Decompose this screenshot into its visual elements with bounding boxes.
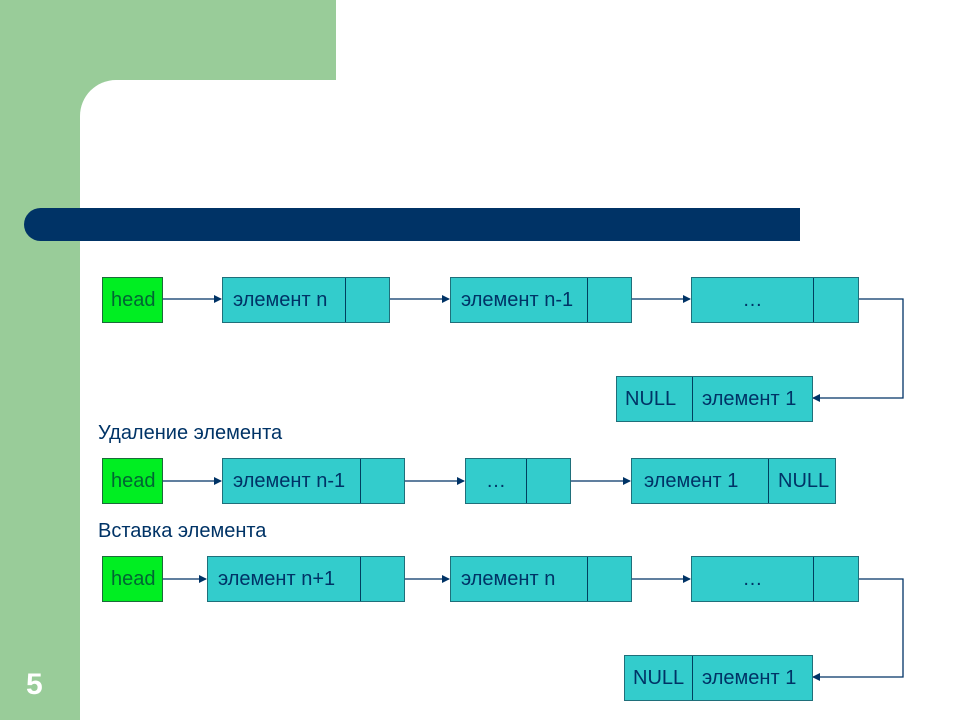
node-data: элемент 1	[644, 469, 739, 492]
node-data: …	[486, 469, 506, 492]
node-next	[360, 459, 404, 503]
list-node-tail: NULL элемент 1	[624, 655, 813, 701]
head-pointer: head	[102, 458, 163, 504]
list-node-tail: NULL элемент 1	[616, 376, 813, 422]
node-next	[587, 278, 631, 322]
list-node: элемент n-1	[222, 458, 405, 504]
list-node: элемент 1 NULL	[631, 458, 836, 504]
node-next-null: NULL	[625, 387, 677, 410]
background-top-block	[0, 0, 336, 80]
node-next	[345, 278, 389, 322]
node-data: …	[742, 288, 763, 311]
node-data: элемент n	[461, 567, 556, 590]
node-data: элемент n	[233, 288, 328, 311]
deletion-caption: Удаление элемента	[98, 422, 283, 444]
node-next	[813, 278, 858, 322]
list-node: …	[465, 458, 571, 504]
insertion-caption: Вставка элемента	[98, 520, 267, 542]
node-data: элемент n+1	[218, 567, 336, 590]
node-data: …	[742, 567, 763, 590]
list-node: элемент n	[222, 277, 390, 323]
list-node: элемент n	[450, 556, 632, 602]
slide-number: 5	[26, 668, 43, 701]
node-next-null: NULL	[768, 459, 835, 503]
node-data: элемент n-1	[461, 288, 574, 311]
list-node-new: элемент n+1	[207, 556, 405, 602]
list-node: элемент n-1	[450, 277, 632, 323]
background-left-strip	[0, 0, 80, 720]
arrow-wrap-to-tail	[812, 298, 904, 402]
head-pointer: head	[102, 556, 163, 602]
node-next	[360, 557, 404, 601]
node-next	[526, 459, 570, 503]
title-bar	[24, 208, 800, 241]
node-next	[587, 557, 631, 601]
list-node: …	[691, 277, 859, 323]
node-next-null: NULL	[633, 666, 685, 689]
node-data: элемент n-1	[233, 469, 346, 492]
node-data: элемент 1	[692, 656, 812, 700]
list-node: …	[691, 556, 859, 602]
arrow-wrap-to-tail	[812, 578, 904, 681]
node-data: элемент 1	[692, 377, 812, 421]
head-pointer: head	[102, 277, 163, 323]
node-next	[813, 557, 858, 601]
